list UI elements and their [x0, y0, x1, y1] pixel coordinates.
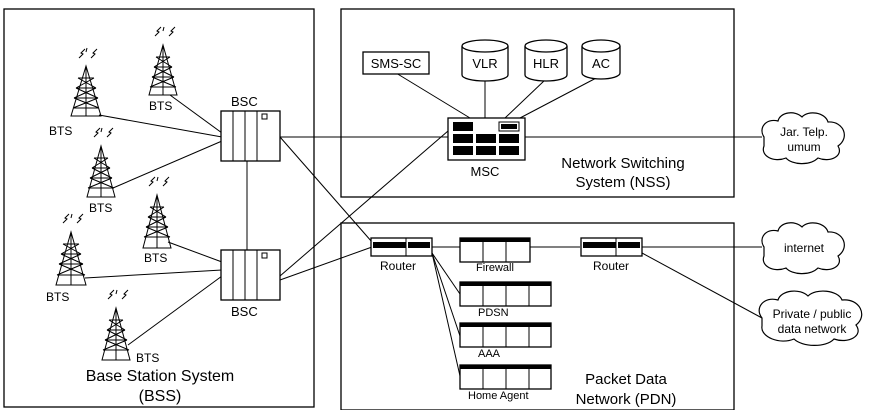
pdsn-server	[459, 281, 552, 307]
bts-label-2: BTS	[149, 99, 172, 113]
bsc-top-label: BSC	[231, 94, 258, 109]
aaa-label: AAA	[478, 348, 501, 360]
msc-device	[447, 117, 526, 161]
vlr-database-icon	[461, 39, 509, 82]
pdsn-label: PDSN	[478, 307, 509, 319]
bss-title-line1: Base Station System	[86, 368, 235, 385]
bts-tower-3	[86, 127, 116, 198]
bsc-bottom-device	[220, 249, 281, 301]
router-left-label: Router	[380, 259, 416, 273]
pstn-cloud-icon	[761, 112, 845, 165]
private-network-cloud-icon	[758, 290, 863, 346]
internet-cloud-icon	[761, 222, 845, 275]
pdn-title-line1: Packet Data	[585, 371, 667, 388]
firewall-label: Firewall	[476, 262, 514, 274]
pstn-label-line1: Jar. Telp.	[780, 125, 828, 139]
bts-tower-4	[142, 176, 172, 249]
hlr-database-icon	[524, 39, 568, 82]
vlr-label: VLR	[472, 56, 497, 71]
private-network-label-line1: Private / public	[773, 307, 852, 321]
bts-label-1: BTS	[49, 124, 72, 138]
bts-tower-1	[70, 47, 102, 117]
router-left-device	[370, 237, 433, 257]
bss-region	[3, 8, 315, 408]
private-network-label-line2: data network	[778, 322, 848, 336]
nss-region	[340, 8, 735, 198]
pstn-label-line2: umum	[787, 140, 820, 154]
hlr-label: HLR	[533, 56, 559, 71]
bts-tower-6	[101, 289, 131, 361]
bts-label-4: BTS	[144, 251, 167, 265]
aaa-server	[459, 322, 552, 348]
sms-sc-box	[362, 51, 430, 75]
home-agent-server	[459, 364, 552, 390]
ac-label: AC	[592, 56, 610, 71]
bts-tower-2	[148, 26, 178, 96]
bts-label-3: BTS	[89, 201, 112, 215]
bts-label-6: BTS	[136, 351, 159, 365]
core-links	[279, 72, 763, 377]
router-right-label: Router	[593, 259, 629, 273]
msc-label: MSC	[471, 164, 500, 179]
sms-sc-label: SMS-SC	[371, 56, 422, 71]
bsc-top-device	[220, 110, 281, 162]
firewall-device	[459, 237, 531, 263]
bts-tower-5	[55, 213, 87, 286]
pdn-region	[340, 222, 735, 410]
internet-label: internet	[784, 241, 825, 255]
router-right-device	[580, 237, 643, 257]
ac-database-icon	[581, 39, 621, 80]
pdn-title-line2: Network (PDN)	[576, 391, 677, 408]
bts-label-5: BTS	[46, 290, 69, 304]
bsc-bottom-label: BSC	[231, 304, 258, 319]
bss-title-line2: (BSS)	[139, 388, 182, 405]
nss-title-line1: Network Switching	[561, 155, 684, 172]
nss-title-line2: System (NSS)	[575, 174, 670, 191]
home-agent-label: Home Agent	[468, 390, 529, 402]
bts-to-bsc-links	[84, 94, 248, 346]
